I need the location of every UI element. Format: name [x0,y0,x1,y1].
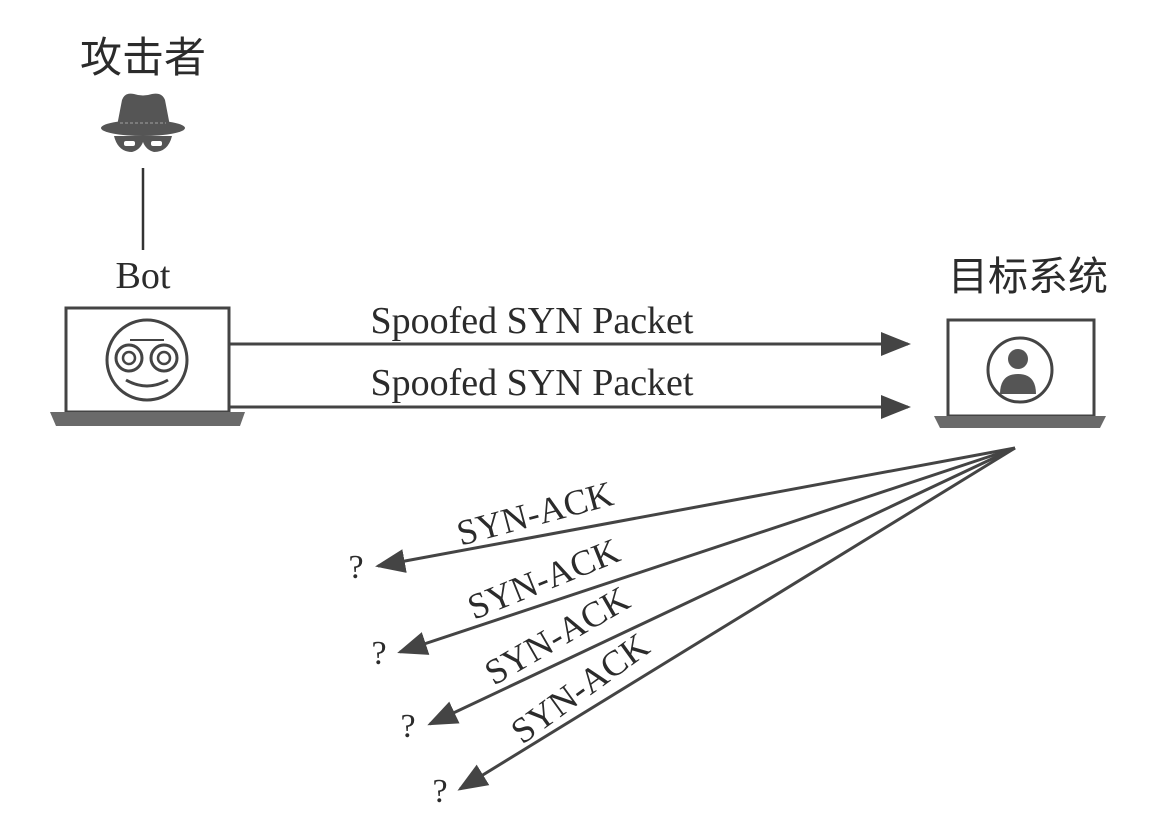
syn-ack-arrow [427,446,1016,726]
attacker-label: 攻击者 [80,33,206,82]
spy-hat-icon [101,93,185,152]
unknown-destination: ? [348,549,363,586]
syn-ack-arrow [457,446,1016,791]
unknown-destination: ? [400,708,415,745]
syn-ack-arrows: SYN-ACK SYN-ACK SYN-ACK SYN-ACK ? ? ? ? [348,446,1016,810]
bot-node: Bot [50,255,245,426]
target-label: 目标系统 [948,254,1108,300]
unknown-destination: ? [432,773,447,810]
syn-ack-arrow [397,446,1016,655]
bot-label: Bot [116,255,171,297]
syn-packet-label: Spoofed SYN Packet [371,362,694,404]
syn-packet-arrows: Spoofed SYN Packet Spoofed SYN Packet [229,300,911,419]
user-avatar-icon [986,336,1054,404]
attacker-node: 攻击者 [80,33,206,250]
target-node: 目标系统 [934,254,1108,428]
bot-face-icon [105,318,189,402]
syn-ack-arrow [375,446,1016,573]
unknown-destination: ? [371,635,386,672]
syn-packet-label: Spoofed SYN Packet [371,300,694,342]
